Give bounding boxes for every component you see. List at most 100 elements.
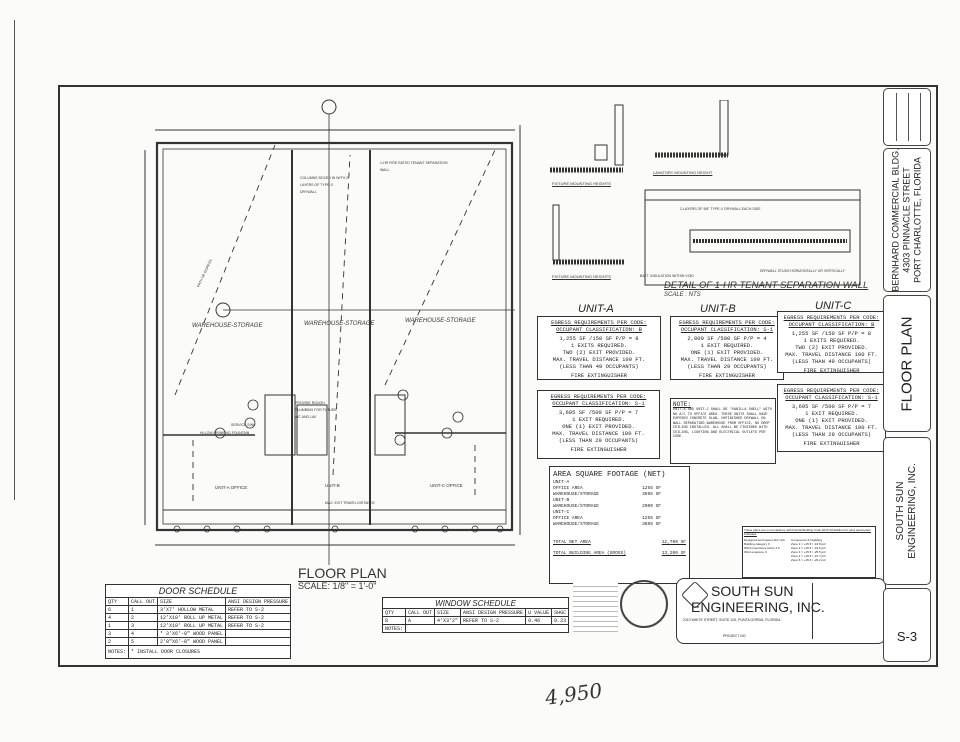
- egress-line: 1 EXIT REQUIRED.: [700, 342, 754, 349]
- project-no: PROJECT NO.: [723, 634, 747, 638]
- area-label: OFFICE AREA: [553, 486, 583, 491]
- sheet-border: [58, 85, 938, 667]
- egress-line: (LESS THAN 29 OCCUPANTS): [558, 437, 639, 444]
- window-schedule-title: WINDOW SCHEDULE: [381, 597, 570, 609]
- area-title: AREA SQUARE FOOTAGE (NET): [553, 471, 666, 479]
- area-value: 1255 SF: [642, 486, 661, 491]
- egress-line: 1 EXITS REQUIRED.: [570, 342, 628, 349]
- egress-line: (LESS THAN 29 OCCUPANTS): [687, 363, 767, 370]
- column-header: SIZE: [434, 608, 462, 617]
- area-label: UNIT-A: [553, 480, 570, 485]
- compliance-line: Zone 5 = +15.6 / -20.2 psf: [790, 558, 826, 562]
- table-cell: 5: [128, 637, 159, 646]
- area-value: 1255 SF: [642, 516, 661, 521]
- table-cell: 2: [104, 637, 130, 646]
- plan-note: 1-HR FIRE RATED TENANT SEPARATION WALL: [380, 161, 448, 172]
- area-row: UNIT-A: [553, 480, 686, 486]
- table-cell: REFER TO S-2: [225, 613, 292, 622]
- door-notes: * INSTALL DOOR CLOSURES: [128, 645, 292, 659]
- egress-line: MAX. TRAVEL DISTANCE 100 FT.: [785, 351, 878, 358]
- project-street: 4303 PINNACLE STREET: [901, 167, 912, 273]
- table-cell: 3'X7' HOLLOW METAL: [157, 605, 227, 614]
- area-label: WAREHOUSE/STORAGE: [553, 504, 599, 509]
- egress-line: 1,255 SF /150 SF P/P = 8: [559, 335, 639, 342]
- detail-note: 2-LAYERS OF 5/8" TYPE-X DRYWALL EACH SID…: [680, 207, 761, 211]
- unit-heading: UNIT-C: [815, 300, 852, 312]
- wind-compliance: These plans are in Compliance with Flori…: [742, 526, 876, 578]
- egress-line: TWO (2) EXIT PROVIDED.: [562, 349, 636, 356]
- table-cell: 4: [104, 613, 130, 622]
- floor-plan-drawing: [144, 99, 521, 565]
- project-block: BERNHARD COMMERCIAL BLDG. 4303 PINNACLE …: [883, 148, 931, 292]
- detail-caption: FIXTURE MOUNTING HEIGHTS: [552, 274, 611, 279]
- occupant-class: OCCUPANT CLASSIFICATION: S-1: [552, 400, 645, 407]
- office-label: UNIT-B: [325, 483, 340, 488]
- grid-marker-icon: [321, 99, 337, 115]
- scan-edge: [14, 20, 15, 500]
- notes-label: NOTES:: [104, 645, 130, 659]
- column-header: CALL OUT: [405, 608, 436, 617]
- table-cell: 3: [104, 629, 130, 638]
- occupant-class: OCCUPANT CLASSIFICATION: B: [788, 321, 875, 328]
- fire-extinguisher-label: FIRE EXTINGUISHER: [803, 440, 860, 447]
- egress-box: EGRESS REQUIREMENTS PER CODE:OCCUPANT CL…: [777, 311, 886, 374]
- area-row: WAREHOUSE/STORAGE 2000 SF: [553, 504, 686, 510]
- area-value: 2000 SF: [642, 504, 661, 509]
- plan-title: FLOOR PLAN: [298, 565, 387, 581]
- table-cell: REFER TO S-2: [460, 616, 527, 625]
- firm-block: SOUTH SUN ENGINEERING, INC. 2110 WHITE S…: [676, 578, 886, 644]
- egress-title: EGRESS REQUIREMENTS PER CODE:: [783, 314, 880, 321]
- sheet-number-block: S-3: [883, 588, 931, 662]
- compliance-right-title: Component & Cladding: [790, 538, 823, 542]
- area-row: OFFICE AREA 1255 SF: [553, 486, 686, 492]
- table-cell: 0.46: [525, 616, 553, 625]
- egress-line: 1 EXITS REQUIRED.: [803, 337, 860, 344]
- occupant-class: OCCUPANT CLASSIFICATION: S-1: [680, 326, 774, 333]
- column-header: QTY: [104, 597, 130, 606]
- compliance-title: These plans are in Compliance with Flori…: [744, 528, 871, 536]
- egress-title: EGRESS REQUIREMENTS PER CODE:: [550, 393, 647, 400]
- egress-line: TWO (2) EXIT PROVIDED.: [795, 344, 868, 351]
- table-cell: 2: [128, 613, 159, 622]
- sheet-number: S-3: [896, 629, 918, 644]
- compliance-line: Zone 1 = +15.5 / -16.8 psf: [790, 542, 826, 546]
- area-value: 3695 SF: [642, 522, 661, 527]
- wall-detail-title: DETAIL OF 1-HR TENANT SEPARATION WALL: [664, 280, 869, 291]
- egress-box: EGRESS REQUIREMENTS PER CODE:OCCUPANT CL…: [537, 390, 660, 459]
- detail-caption: FIXTURE MOUNTING HEIGHTS: [552, 181, 611, 186]
- egress-line: ONE (1) EXIT PROVIDED.: [562, 423, 635, 430]
- egress-line: MAX. TRAVEL DISTANCE 100 FT.: [552, 430, 645, 437]
- revision-block: [883, 88, 931, 146]
- table-cell: 6: [104, 605, 130, 614]
- egress-line: 1,255 SF /150 SF P/P = 8: [791, 330, 872, 337]
- table-cell: REFER TO S-2: [225, 621, 292, 630]
- room-label: WAREHOUSE-STORAGE: [192, 323, 263, 329]
- wall-detail-frame: [644, 189, 861, 286]
- unit-heading: UNIT-A: [578, 303, 614, 315]
- egress-line: ONE (1) EXIT PROVIDED.: [795, 417, 868, 424]
- label: TOTAL BUILDING AREA (GROSS): [553, 551, 626, 556]
- project-city: PORT CHARLOTTE, FLORIDA: [912, 157, 923, 283]
- egress-box: EGRESS REQUIREMENTS PER CODE:OCCUPANT CL…: [537, 316, 661, 380]
- fire-extinguisher-label: FIRE EXTINGUISHER: [803, 367, 860, 374]
- note-title: NOTE:: [673, 401, 692, 408]
- area-total-gross: TOTAL BUILDING AREA (GROSS)13,200 SF: [553, 551, 686, 557]
- firm-name-2: ENGINEERING, INC.: [691, 599, 825, 615]
- column-header: ANSI DESIGN PRESSURE: [225, 597, 292, 606]
- handwritten-note: 4,950: [543, 678, 604, 710]
- occupant-class: OCCUPANT CLASSIFICATION: S-1: [785, 394, 878, 401]
- plan-note: PROVIDE ROUGH PLUMBING FOR FUTURE WC AND…: [295, 401, 337, 419]
- area-row: UNIT-B: [553, 498, 686, 504]
- compliance-line: Building category II: [744, 542, 770, 546]
- plan-note: MAX. EXIT TRAVEL DISTANCE: [325, 501, 375, 505]
- column-header: CALL OUT: [128, 597, 159, 606]
- egress-box: EGRESS REQUIREMENTS PER CODE:OCCUPANT CL…: [777, 384, 886, 452]
